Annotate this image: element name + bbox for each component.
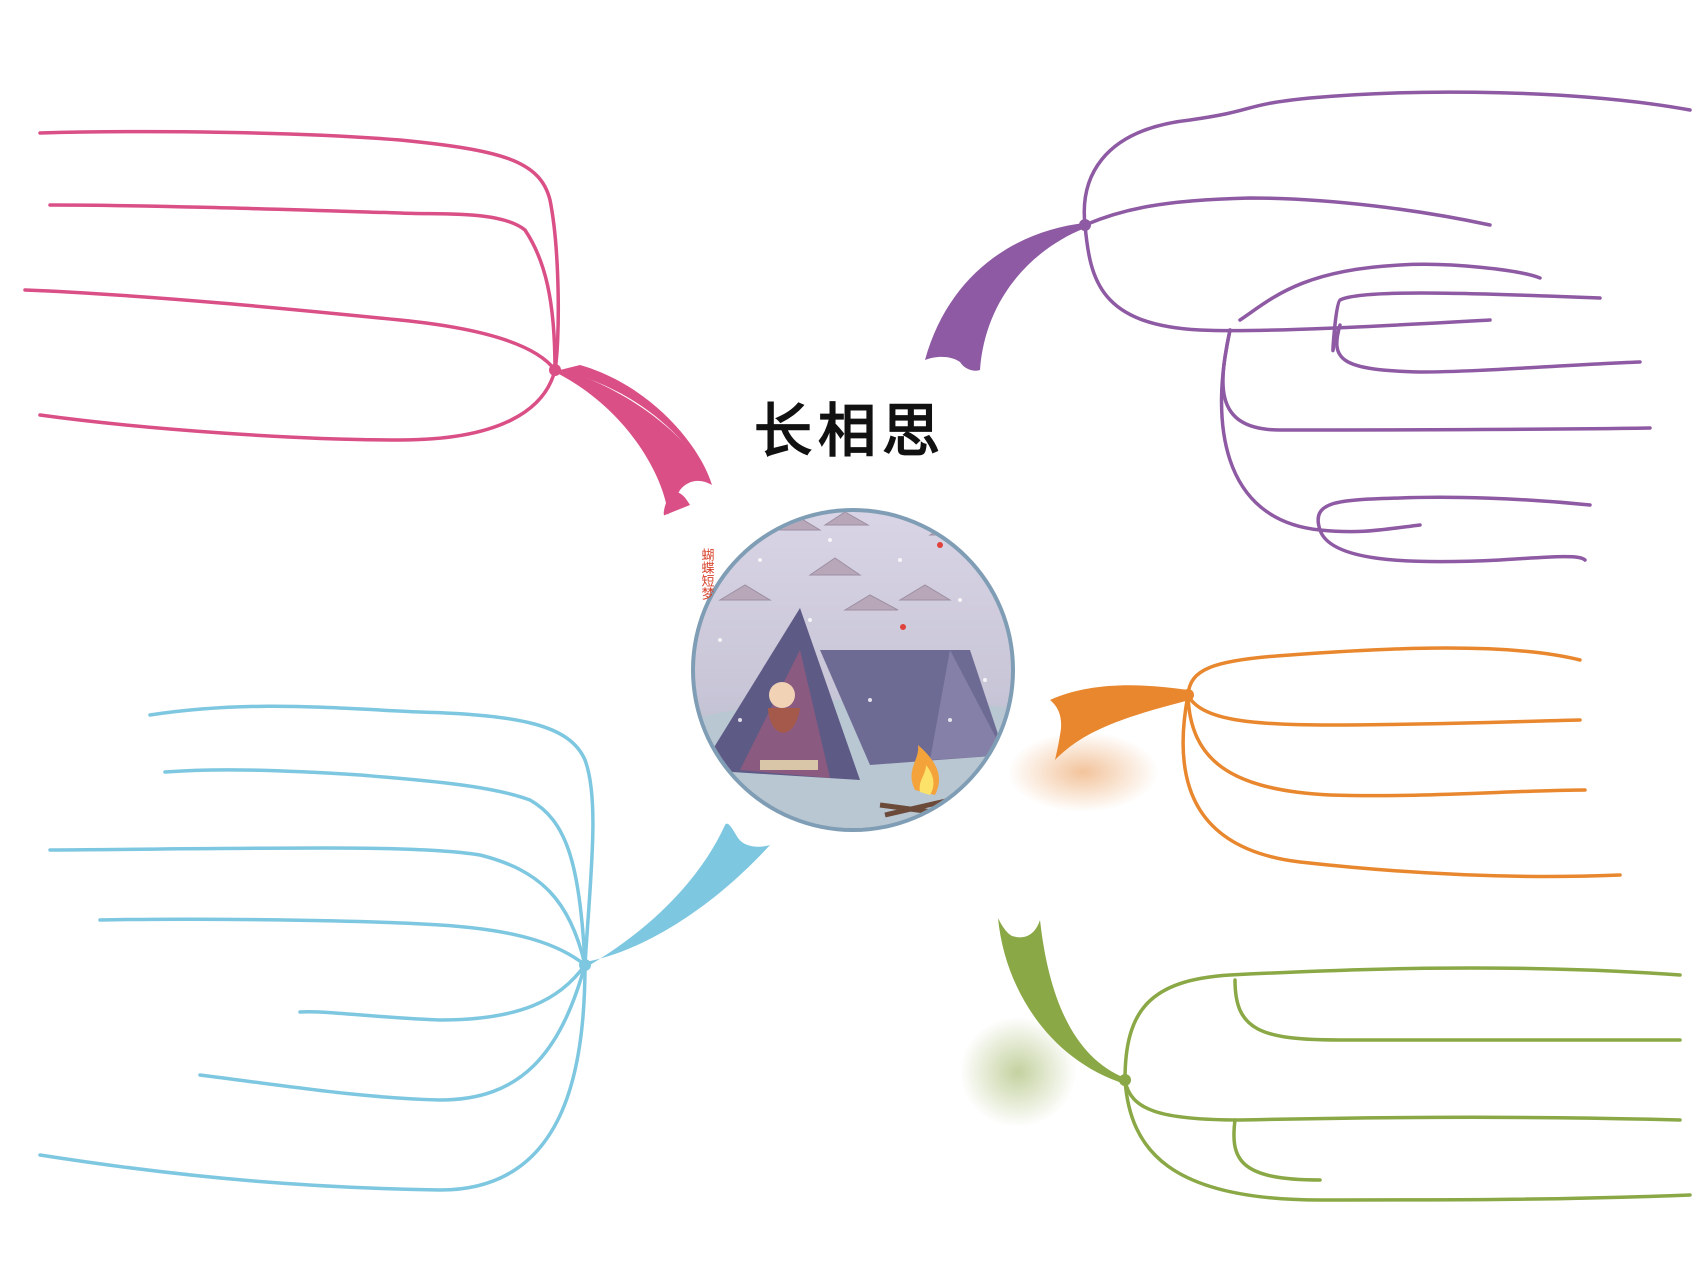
orange-line-3 [1186, 693, 1587, 798]
green-ribbon [998, 918, 1125, 1084]
pink-line-2 [48, 203, 557, 372]
purple-line-6 [1219, 328, 1592, 564]
branch-orange [1181, 646, 1622, 879]
blue-line-4 [98, 917, 587, 967]
blue-line-1 [148, 704, 595, 967]
purple-line-2 [1083, 196, 1492, 227]
purple-ribbon [925, 223, 1085, 371]
purple-line-7 [1331, 291, 1602, 353]
blue-line-5 [298, 963, 587, 1022]
blue-line-7 [38, 963, 587, 1192]
blue-line-3 [48, 846, 587, 967]
branch-purple [1079, 90, 1692, 564]
green-line-3 [1123, 1078, 1682, 1122]
pink-line-1 [38, 129, 561, 372]
branch-pink [23, 129, 712, 516]
central-illustration: 蝴蝶短梦 [691, 508, 1015, 832]
green-line-2 [1233, 978, 1682, 1042]
orange-line-4 [1181, 693, 1622, 879]
orange-ribbon [1050, 685, 1190, 760]
pink-line-4 [38, 368, 557, 442]
purple-line-3 [1083, 223, 1542, 333]
illustration-caption: 蝴蝶短梦 [699, 548, 715, 601]
pink-ribbon [555, 368, 712, 515]
green-line-4 [1123, 1078, 1692, 1202]
green-line-1 [1123, 966, 1682, 1082]
purple-line-1 [1082, 90, 1692, 227]
blue-line-6 [198, 963, 587, 1102]
blue-ribbon [585, 823, 770, 968]
branch-blue [38, 704, 595, 1192]
purple-line-4 [1335, 323, 1642, 374]
purple-line-5 [1221, 328, 1652, 432]
orange-line-1 [1186, 646, 1582, 697]
blue-line-2 [163, 768, 587, 967]
branch-green [1119, 966, 1692, 1202]
central-title: 长相思 [753, 397, 946, 465]
orange-blob [1008, 732, 1158, 812]
green-blob [960, 1017, 1076, 1127]
orange-line-2 [1186, 693, 1582, 727]
pink-line-3 [23, 288, 557, 372]
